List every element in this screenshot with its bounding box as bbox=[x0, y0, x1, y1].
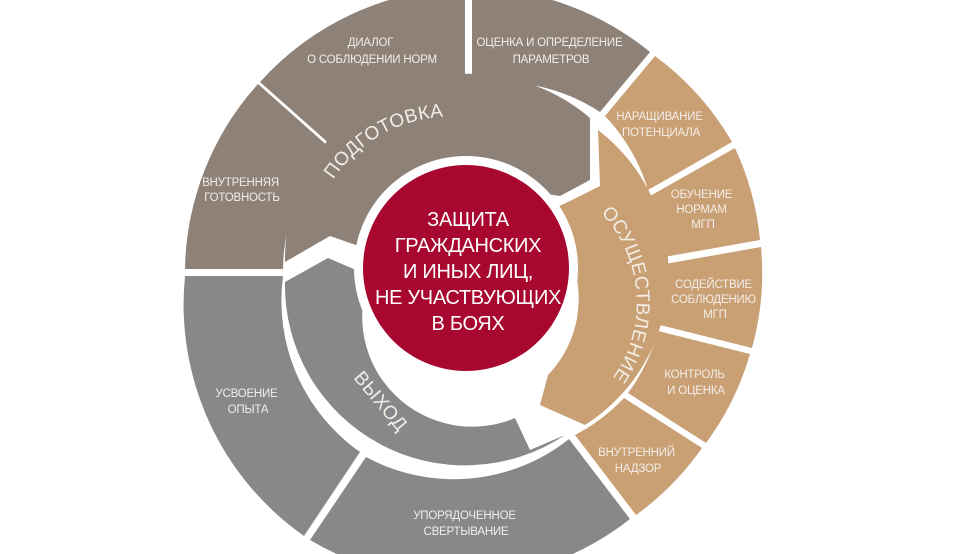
segment-training[interactable] bbox=[650, 148, 760, 257]
center-line-5: В БОЯХ bbox=[432, 313, 505, 335]
center-core bbox=[363, 165, 569, 371]
segment-lessons-learned[interactable] bbox=[183, 276, 360, 536]
label-training: ОБУЧЕНИЕ НОРМАМ МГП bbox=[671, 189, 736, 231]
center-line-4: НЕ УЧАСТВУЮЩИХ bbox=[375, 287, 561, 309]
outer-ring bbox=[183, 0, 763, 554]
segment-assessment[interactable] bbox=[472, 0, 650, 112]
outer-labels: ВНУТРЕННЯЯ ГОТОВНОСТЬ ДИАЛОГ О СОБЛЮДЕНИ… bbox=[202, 37, 759, 538]
segment-compliance[interactable] bbox=[660, 247, 763, 348]
label-internal-readiness: ВНУТРЕННЯЯ ГОТОВНОСТЬ bbox=[202, 177, 282, 204]
center-line-2: ГРАЖДАНСКИХ bbox=[395, 235, 541, 257]
phase-exit[interactable] bbox=[284, 258, 565, 466]
label-assessment: ОЦЕНКА И ОПРЕДЕЛЕНИЕ ПАРАМЕТРОВ bbox=[477, 37, 626, 66]
segment-internal-readiness[interactable] bbox=[185, 84, 330, 269]
segment-capacity-building[interactable] bbox=[605, 56, 732, 190]
label-orderly-withdrawal: УПОРЯДОЧЕННОЕ СВЕРТЫВАНИЕ bbox=[413, 510, 519, 538]
center-title: ЗАЩИТА ГРАЖДАНСКИХ И ИНЫХ ЛИЦ, НЕ УЧАСТВ… bbox=[375, 209, 561, 335]
center-line-3: И ИНЫХ ЛИЦ, bbox=[403, 261, 533, 283]
segment-orderly-withdrawal[interactable] bbox=[310, 439, 630, 554]
label-compliance: СОДЕЙСТВИЕ СОБЛЮДЕНИЮ МГП bbox=[671, 278, 759, 321]
center-line-1: ЗАЩИТА bbox=[427, 209, 510, 231]
label-dialogue: ДИАЛОГ О СОБЛЮДЕНИИ НОРМ bbox=[307, 37, 437, 66]
phase-implementation[interactable] bbox=[540, 130, 669, 425]
segment-dialogue[interactable] bbox=[260, 0, 465, 146]
segment-internal-supervision[interactable] bbox=[575, 398, 702, 515]
label-lessons-learned: УСВОЕНИЕ ОПЫТА bbox=[215, 388, 280, 416]
label-internal-supervision: ВНУТРЕННИЙ НАДЗОР bbox=[598, 446, 678, 475]
label-monitoring: КОНТРОЛЬ И ОЦЕНКА bbox=[664, 369, 728, 397]
label-capacity-building: НАРАЩИВАНИЕ ПОТЕНЦИАЛА bbox=[616, 111, 706, 139]
segment-monitoring[interactable] bbox=[628, 331, 750, 443]
